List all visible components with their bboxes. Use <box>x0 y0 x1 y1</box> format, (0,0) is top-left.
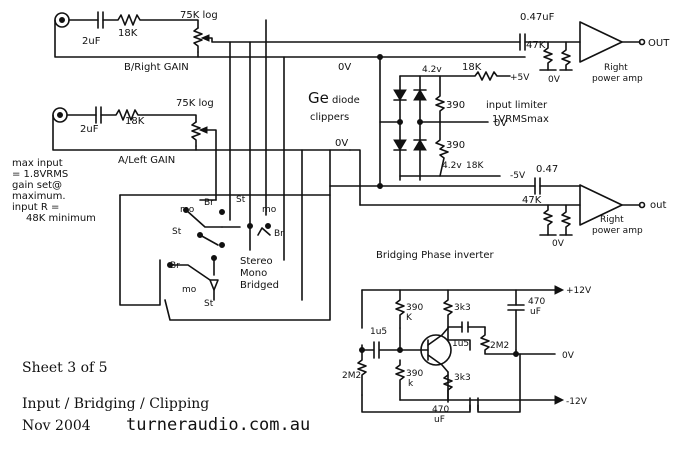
footer-sheet: Sheet 3 of 5 <box>22 360 108 376</box>
label-pot-left: 75K log <box>176 98 214 109</box>
label-input-limiter: input limiter <box>486 100 548 111</box>
label-cap-1u5-in: 1u5 <box>370 327 387 337</box>
label-sw-st3: St <box>204 299 214 309</box>
label-cap-in-right: 2uF <box>82 36 101 47</box>
label-plus12v: +12V <box>566 286 592 296</box>
label-gain-right: B/Right GAIN <box>124 62 189 73</box>
label-diode: diode <box>332 95 360 106</box>
label-ov-mid: 0V <box>335 138 348 149</box>
limiter-section <box>377 54 526 189</box>
left-amp-section <box>329 149 646 236</box>
label-r390-bot: 390 <box>446 140 465 151</box>
label-r390-top: 390 <box>446 100 465 111</box>
label-minus12v: -12V <box>566 397 588 407</box>
label-v42-top: 4.2v <box>422 65 442 75</box>
label-ov-limiter: 0V <box>494 118 507 129</box>
label-limiter-spec: 1VRMSmax <box>492 114 549 125</box>
label-ge: Ge <box>308 89 329 107</box>
footer-site: turneraudio.com.au <box>126 415 310 435</box>
label-r2m2-out: 2M2 <box>490 341 509 351</box>
label-cap-in-left: 2uF <box>80 124 99 135</box>
label-r18k-bot: 18K <box>466 161 484 171</box>
label-cap-out-right: 0.47uF <box>520 12 555 23</box>
label-sw-st1: St <box>236 195 246 205</box>
label-r3k3-top: 3k3 <box>454 303 471 313</box>
label-v42-bot: 4.2v <box>442 161 462 171</box>
label-sw-mo2: mo <box>262 205 277 215</box>
label-plus5v: +5V <box>510 73 530 83</box>
label-max-input-note: max input = 1.8VRMS gain set@ maximum. i… <box>12 158 96 224</box>
label-out-right: OUT <box>648 38 670 49</box>
label-minus5v: -5V <box>510 171 526 181</box>
label-clippers: clippers <box>310 112 349 123</box>
label-pot-right: 75K log <box>180 10 218 21</box>
label-ov-top: 0V <box>338 62 351 73</box>
switch-wiring <box>119 19 331 321</box>
label-ov-l-amp: 0V <box>552 239 565 249</box>
label-r2m2-in: 2M2 <box>342 371 361 381</box>
label-res-in-left: 18K <box>125 116 145 127</box>
label-sw-mo1: mo <box>180 205 195 215</box>
label-res-out-left: 47K <box>522 195 542 206</box>
label-r3k3-bot: 3k3 <box>454 373 471 383</box>
label-gain-left: A/Left GAIN <box>118 155 175 166</box>
right-amp-section <box>265 21 646 71</box>
label-sw-st2: St <box>172 227 182 237</box>
label-sw-br3: Br <box>170 261 180 271</box>
label-sw-br2: Br <box>274 229 284 239</box>
label-res-in-right: 18K <box>118 28 138 39</box>
label-sw-br1: Br <box>204 198 214 208</box>
label-cap-1u5-out: 1u5 <box>452 339 469 349</box>
label-res-out-right: 47K <box>526 40 546 51</box>
label-sw-mo3: mo <box>182 285 197 295</box>
label-ov-inverter: 0V <box>562 351 575 361</box>
label-out-left: out <box>650 200 666 211</box>
label-ov-r-amp: 0V <box>548 75 561 85</box>
phase-inverter-section <box>357 285 565 413</box>
footer-subtitle: Input / Bridging / Clipping <box>22 396 209 412</box>
label-r18k-top: 18K <box>462 62 482 73</box>
label-mode-labels: Stereo Mono Bridged <box>240 256 279 291</box>
label-bridging-title: Bridging Phase inverter <box>376 250 494 261</box>
footer-date: Nov 2004 <box>22 418 91 434</box>
label-cap-out-left: 0.47 <box>536 164 558 175</box>
